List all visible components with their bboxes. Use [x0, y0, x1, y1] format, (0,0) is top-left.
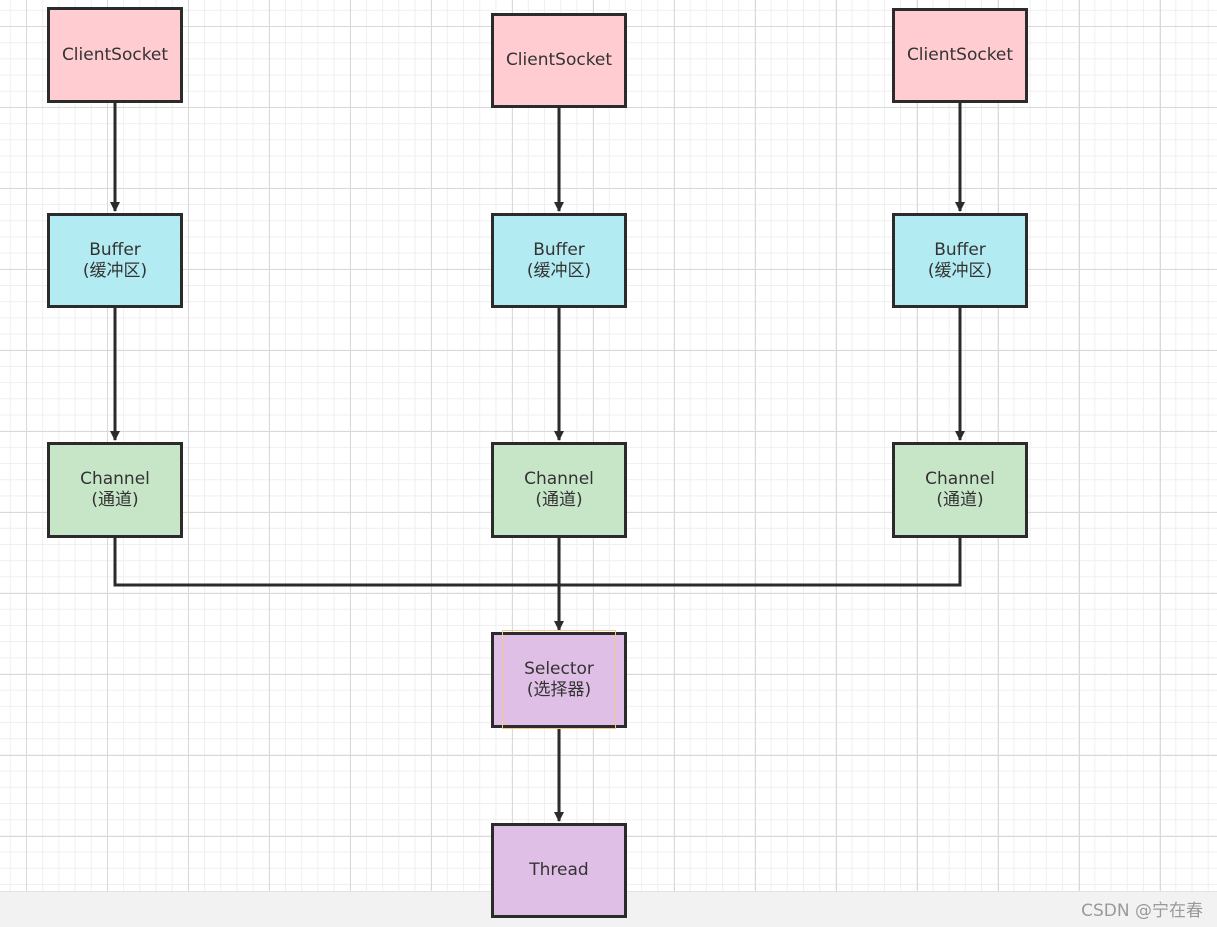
buffer-label-2: Buffer	[533, 239, 585, 260]
channel-label-3: Channel	[925, 469, 995, 489]
client-socket-node-2[interactable]: ClientSocket	[491, 13, 627, 108]
buffer-sublabel-3: (缓冲区)	[927, 260, 993, 281]
channel-sublabel-3: (通道)	[936, 490, 984, 510]
selector-sublabel: (选择器)	[526, 680, 592, 700]
client-socket-label-3: ClientSocket	[906, 45, 1014, 65]
client-socket-node-3[interactable]: ClientSocket	[892, 8, 1028, 103]
buffer-label-1: Buffer	[89, 239, 141, 260]
buffer-node-1[interactable]: Buffer (缓冲区)	[47, 213, 183, 308]
thread-node-overlay: Thread	[491, 823, 627, 918]
channel-node-2[interactable]: Channel (通道)	[491, 442, 627, 538]
channel-node-3[interactable]: Channel (通道)	[892, 442, 1028, 538]
client-socket-label-2: ClientSocket	[505, 50, 613, 70]
client-socket-label-1: ClientSocket	[61, 44, 169, 65]
buffer-sublabel-2: (缓冲区)	[526, 260, 592, 281]
channel-sublabel-1: (通道)	[91, 490, 139, 510]
selector-label: Selector	[524, 659, 594, 679]
watermark-text: CSDN @宁在春	[1081, 901, 1203, 921]
channel-label-1: Channel	[80, 469, 150, 489]
client-socket-node-1[interactable]: ClientSocket	[47, 7, 183, 103]
buffer-sublabel-1: (缓冲区)	[82, 260, 148, 281]
buffer-label-3: Buffer	[934, 239, 986, 260]
channel-node-1[interactable]: Channel (通道)	[47, 442, 183, 538]
thread-label-overlay: Thread	[529, 860, 589, 880]
channel-label-2: Channel	[524, 469, 594, 489]
buffer-node-2[interactable]: Buffer (缓冲区)	[491, 213, 627, 308]
channel-sublabel-2: (通道)	[535, 490, 583, 510]
buffer-node-3[interactable]: Buffer (缓冲区)	[892, 213, 1028, 308]
edge-channel3-selector	[559, 538, 962, 587]
selector-node[interactable]: Selector (选择器)	[491, 632, 627, 728]
edge-channel1-selector	[113, 538, 559, 587]
